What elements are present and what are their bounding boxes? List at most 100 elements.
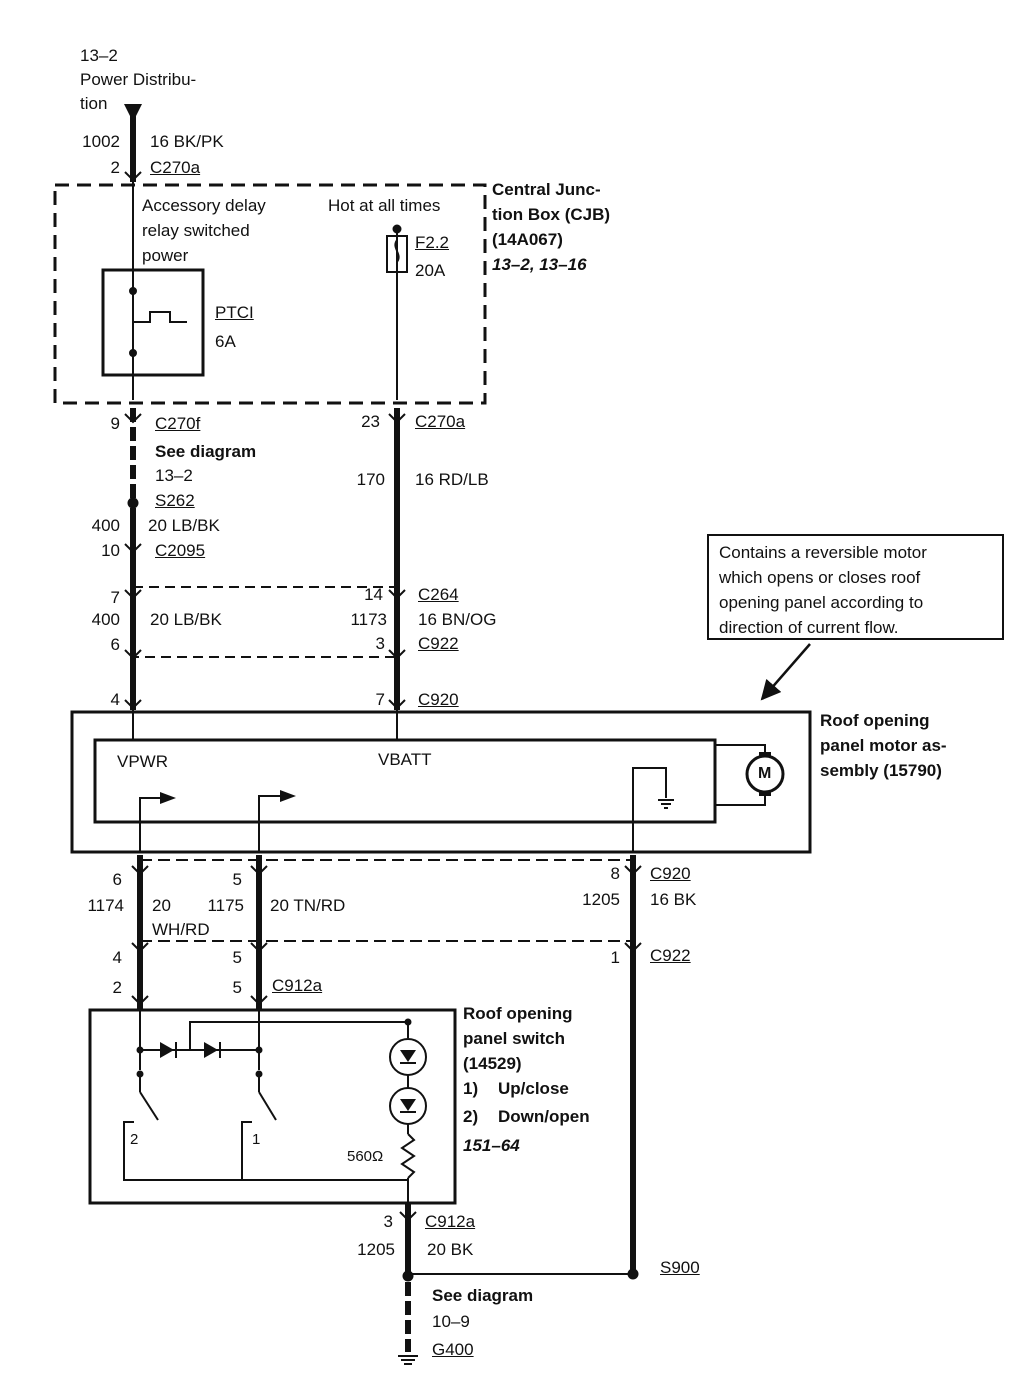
- wire-20lbbk-a: 20 LB/BK: [148, 516, 220, 535]
- cjb-refs: 13–2, 13–16: [492, 255, 587, 274]
- wire-16rdlb: 16 RD/LB: [415, 470, 489, 489]
- circuit-1205-mid: 1205: [582, 890, 620, 909]
- pin-5-mid: 5: [232, 870, 242, 889]
- cjb-title-2: tion Box (CJB): [492, 205, 611, 224]
- cjb-title-1: Central Junc-: [492, 180, 601, 199]
- source-name-2: tion: [80, 94, 108, 113]
- pin-1: 1: [610, 948, 620, 967]
- c264-c922-box: [132, 586, 398, 658]
- wire-1174-gauge: 20: [152, 896, 171, 915]
- wire-20tnrd: 20 TN/RD: [270, 896, 346, 915]
- see-diagram-ref-1: 13–2: [155, 466, 193, 485]
- fuse-amp: 20A: [415, 261, 446, 280]
- motor-assembly-box: [70, 710, 812, 854]
- source-name-1: Power Distribu-: [80, 70, 197, 89]
- wire-16bk: 16 BK: [650, 890, 697, 909]
- circuit-1174: 1174: [87, 896, 124, 915]
- splice-s900: S900: [660, 1258, 700, 1277]
- vbatt-label: VBATT: [378, 750, 432, 769]
- see-diagram-ref-2: 10–9: [432, 1312, 470, 1331]
- switch-ref: 151–64: [463, 1136, 520, 1155]
- circuit-400-b: 400: [91, 610, 120, 629]
- feed-arrow: [124, 104, 142, 122]
- note-line-1: Contains a reversible motor: [719, 543, 927, 562]
- acc-label-2: relay switched: [142, 221, 250, 240]
- wire-1174-color: WH/RD: [152, 920, 210, 939]
- resistor-value: 560Ω: [347, 1148, 384, 1165]
- pin-8: 8: [610, 864, 620, 883]
- switch-title-3: (14529): [463, 1054, 522, 1073]
- pin-7-left: 7: [110, 588, 120, 607]
- pin-23: 23: [361, 412, 380, 431]
- circuit-1002: 1002: [82, 132, 120, 151]
- motor-m-label: M: [758, 765, 772, 782]
- note-line-3: opening panel according to: [719, 593, 924, 612]
- vpwr-label: VPWR: [117, 752, 168, 771]
- source-ref: 13–2: [80, 46, 118, 65]
- wire-16bkpk: 16 BK/PK: [150, 132, 224, 151]
- connector-c264: C264: [418, 585, 459, 604]
- pin-9: 9: [110, 414, 120, 433]
- cjb-title-3: (14A067): [492, 230, 563, 249]
- wire-20bk: 20 BK: [427, 1240, 474, 1259]
- motor-title-2: panel motor as-: [820, 736, 947, 755]
- pin-7-right: 7: [375, 690, 385, 709]
- contact-2: 2: [130, 1131, 139, 1148]
- connector-c270f: C270f: [155, 414, 201, 433]
- see-diagram-2: See diagram: [432, 1286, 534, 1305]
- note-box: [707, 534, 1004, 640]
- note-line-4: direction of current flow.: [719, 618, 899, 637]
- pin-5-mid-c: 5: [232, 978, 242, 997]
- contact-1: 1: [252, 1131, 261, 1148]
- connector-c270a-mid: C270a: [415, 412, 466, 431]
- switch-item-1-num: 1): [463, 1079, 479, 1098]
- connector-c920-bottom: C920: [650, 864, 691, 883]
- switch-item-2: Down/open: [498, 1107, 590, 1126]
- connector-c912a-top: C912a: [272, 976, 323, 995]
- switch-item-2-num: 2): [463, 1107, 479, 1126]
- fuse-name: F2.2: [415, 233, 450, 252]
- switch-box: [88, 1008, 457, 1205]
- wire-16bnog: 16 BN/OG: [418, 610, 497, 629]
- pin-2-top: 2: [110, 158, 120, 177]
- motor-title-3: sembly (15790): [820, 761, 942, 780]
- circuit-1175: 1175: [207, 896, 244, 915]
- ground-g400: G400: [432, 1340, 474, 1359]
- pin-6-left: 6: [110, 635, 120, 654]
- ptc-symbol: [133, 311, 187, 323]
- circuit-1205-bottom: 1205: [357, 1240, 395, 1259]
- connector-c922-top: C922: [418, 634, 459, 653]
- connector-c270a-top: C270a: [150, 158, 201, 177]
- acc-label-1: Accessory delay: [142, 196, 266, 215]
- pin-4-left: 4: [110, 690, 120, 709]
- circuit-1173: 1173: [350, 610, 387, 629]
- wire-20lbbk-b: 20 LB/BK: [150, 610, 222, 629]
- pin-6-mid: 6: [112, 870, 122, 889]
- pin-14: 14: [364, 585, 383, 604]
- switch-title-2: panel switch: [463, 1029, 566, 1048]
- switch-title-1: Roof opening: [463, 1004, 573, 1023]
- circuit-400-a: 400: [91, 516, 120, 535]
- acc-label-3: power: [142, 246, 189, 265]
- resistor: [400, 1133, 416, 1179]
- pin-3-right: 3: [375, 634, 385, 653]
- connector-c912a-bottom: C912a: [425, 1212, 476, 1231]
- ptc-amp: 6A: [215, 332, 236, 351]
- circuit-170: 170: [356, 470, 385, 489]
- cjb-box: [53, 183, 487, 405]
- ptc-box: [101, 268, 205, 377]
- splice-s262: S262: [155, 491, 195, 510]
- note-line-2: which opens or closes roof: [719, 568, 921, 587]
- ptc-name: PTCI: [215, 303, 254, 322]
- switch-item-1: Up/close: [498, 1079, 569, 1098]
- pin-5-mid-b: 5: [232, 948, 242, 967]
- see-diagram-1: See diagram: [155, 442, 257, 461]
- connector-c922-bottom: C922: [650, 946, 691, 965]
- hot-label: Hot at all times: [328, 196, 441, 215]
- pin-4-mid: 4: [112, 948, 122, 967]
- motor-inner-box: [93, 738, 717, 824]
- pin-2-mid: 2: [112, 978, 122, 997]
- connector-c2095: C2095: [155, 541, 206, 560]
- pin-10: 10: [101, 541, 120, 560]
